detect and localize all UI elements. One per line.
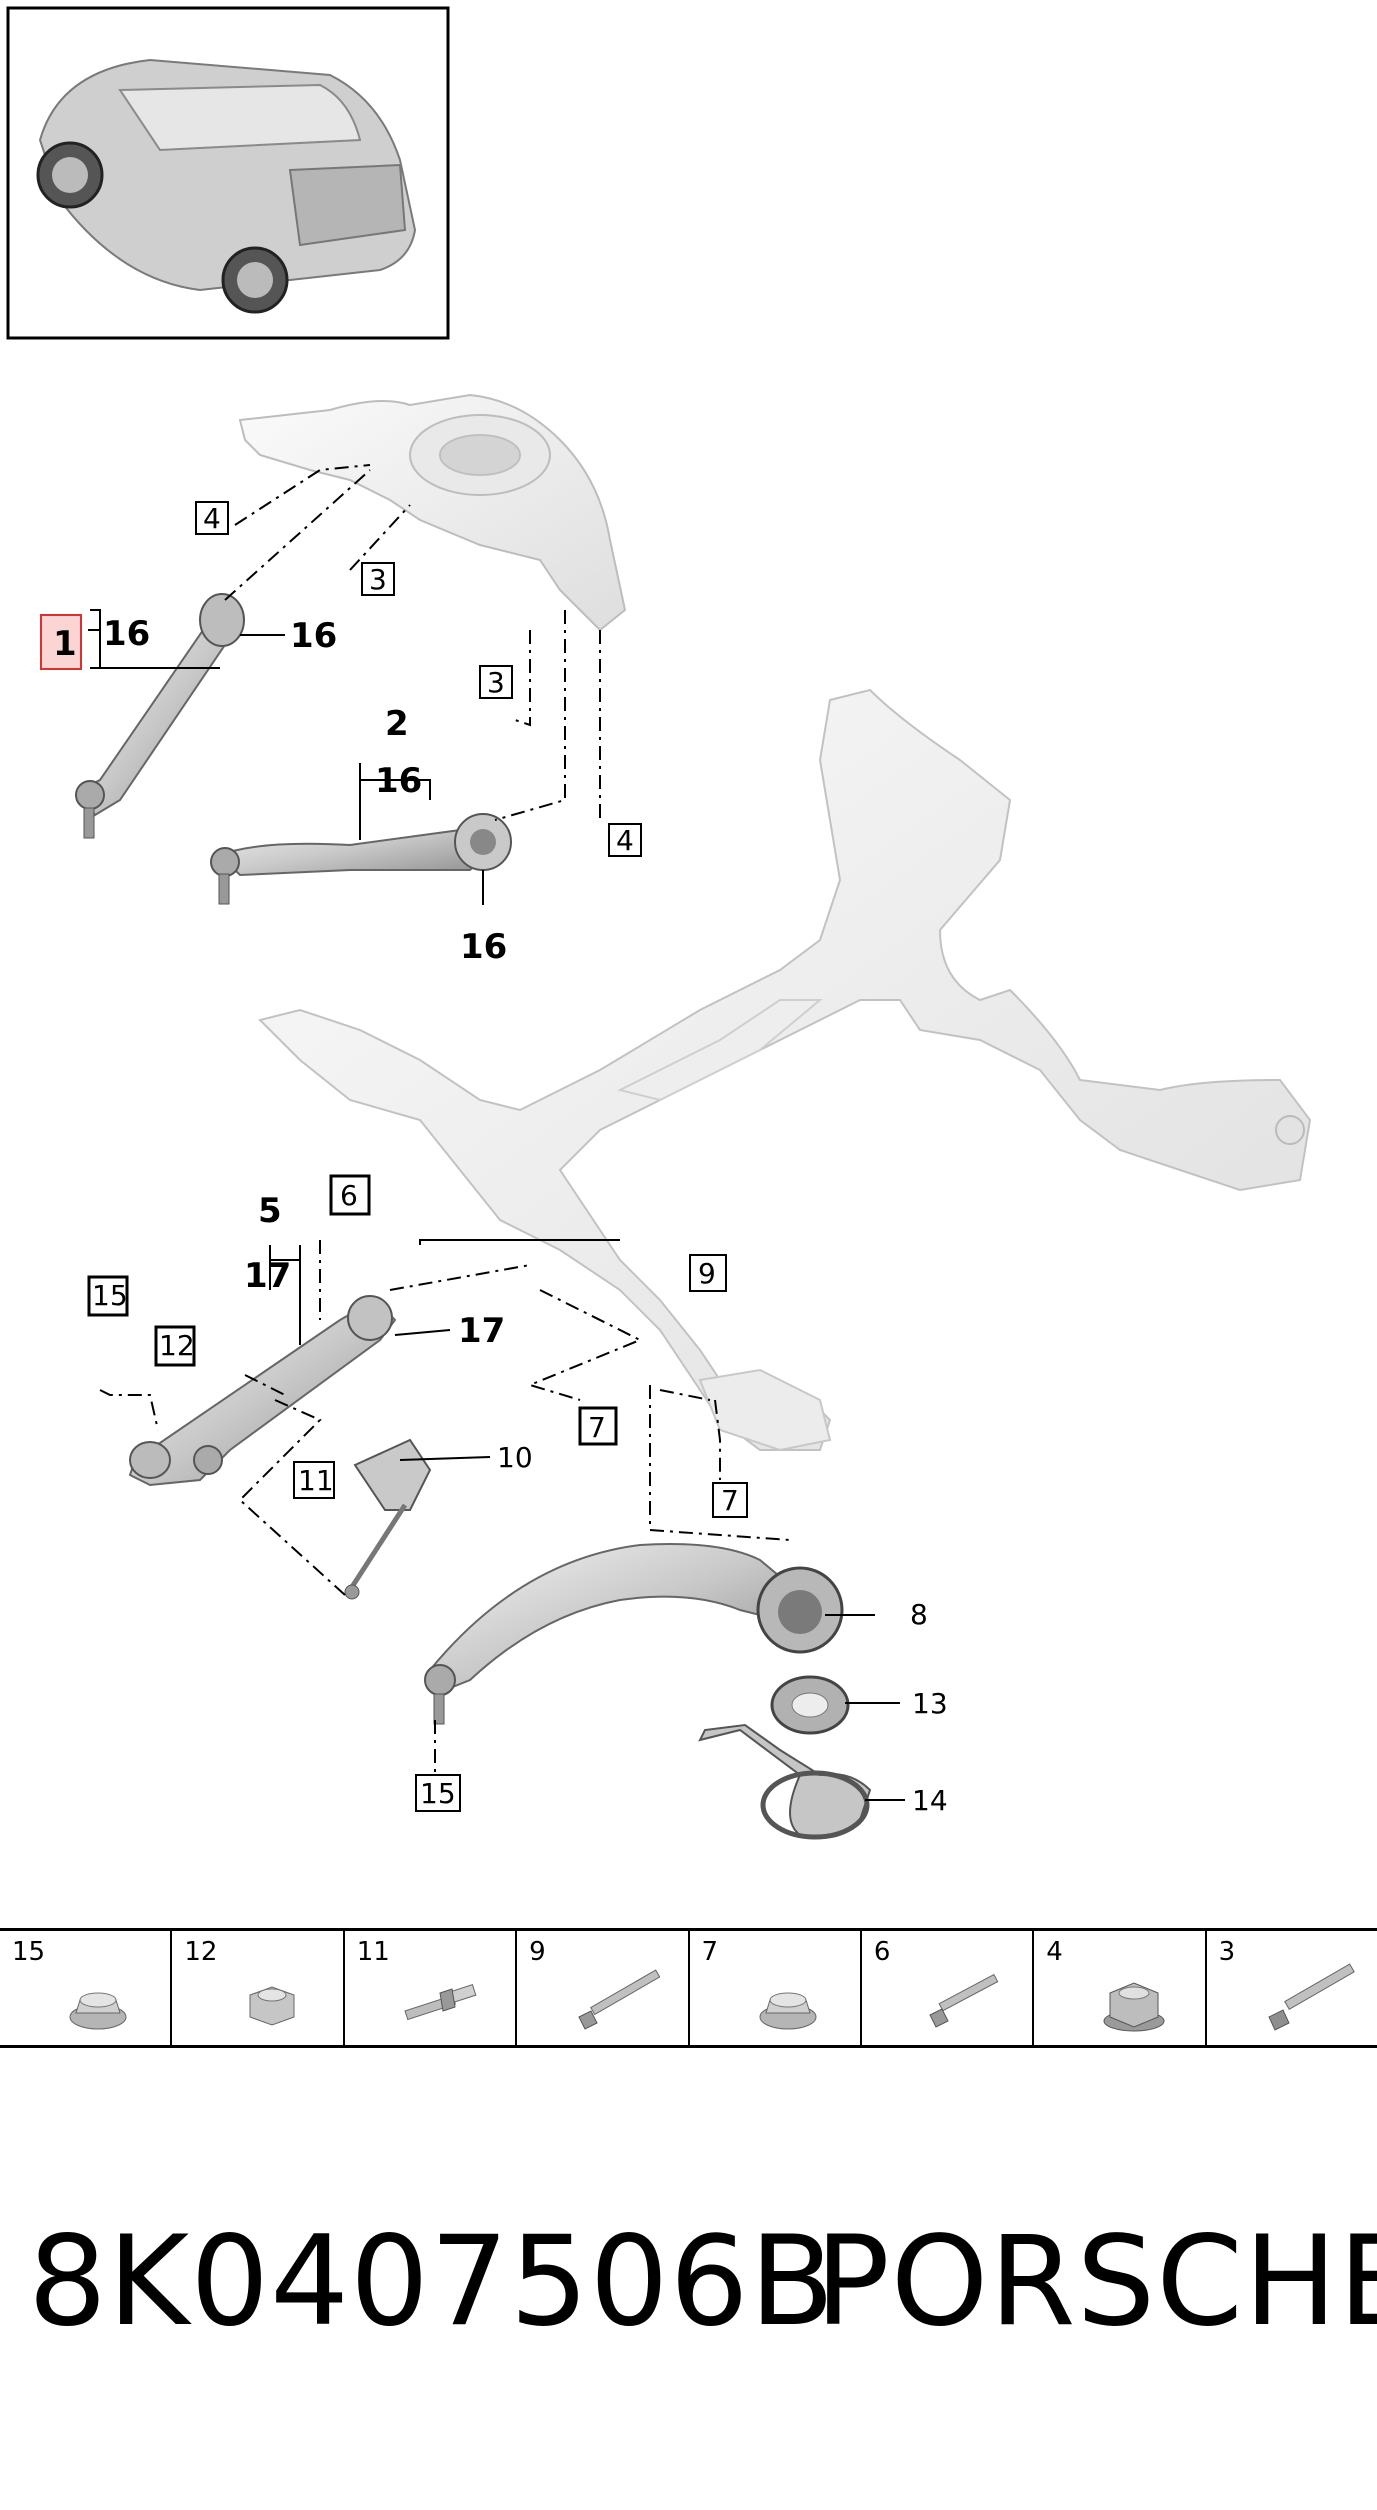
parts-cell: 15 (0, 1931, 173, 2045)
parts-cell-number: 3 (1218, 1937, 1236, 1967)
solid-leaders (88, 609, 905, 1801)
callout-13: 13 (912, 1687, 948, 1720)
vehicle-thumbnail (6, 6, 450, 340)
control-arm-8 (424, 1543, 844, 1725)
callout-15-a: 15 (92, 1279, 128, 1312)
callout-3-a: 3 (369, 563, 387, 596)
parts-cell-number: 7 (701, 1937, 719, 1967)
long-bolt-icon (578, 1969, 661, 2030)
bushing-13 (770, 1675, 850, 1735)
leader-lines (99, 464, 791, 1780)
callout-1-highlight (40, 614, 82, 670)
brand-name: PORSCHE (815, 2210, 1377, 2354)
callout-4-a: 4 (203, 502, 221, 535)
callout-16-a: 16 (103, 614, 150, 654)
flange-nut-icon (69, 1992, 127, 2030)
control-arm-2 (210, 813, 512, 905)
parts-cell: 11 (345, 1931, 518, 2045)
callout-1: 1 (53, 624, 77, 664)
parts-cell-number: 15 (12, 1937, 46, 1967)
large-nut-icon (1103, 1982, 1165, 2032)
control-arm-5 (128, 1295, 397, 1487)
callout-14: 14 (912, 1784, 948, 1817)
callout-17-a: 17 (244, 1256, 291, 1296)
callout-labels: 1 16 16 2 16 16 4 3 3 4 6 5 17 17 15 12 … (53, 502, 948, 1817)
callout-2: 2 (385, 704, 409, 744)
parts-cell: 3 (1207, 1931, 1377, 2045)
callout-5: 5 (258, 1191, 282, 1231)
callout-6: 6 (340, 1179, 358, 1212)
level-sensor-10 (344, 1438, 432, 1600)
control-arm-1 (75, 593, 245, 839)
callout-10: 10 (497, 1441, 533, 1474)
callout-7-a: 7 (588, 1411, 606, 1444)
footer: 8K0407506B PORSCHE (0, 2210, 1377, 2370)
short-bolt-icon (929, 1973, 999, 2028)
exploded-diagram: 1 16 16 2 16 16 4 3 3 4 6 5 17 17 15 12 … (6, 6, 1312, 1840)
callout-17-b: 17 (458, 1311, 505, 1351)
callout-16-b: 16 (290, 616, 337, 656)
parts-cell-number: 11 (356, 1937, 390, 1967)
callout-16-c: 16 (375, 761, 422, 801)
parts-cell: 4 (1034, 1931, 1207, 2045)
callout-7-b: 7 (721, 1484, 739, 1517)
clamp-14 (698, 1723, 872, 1840)
hex-nut-icon (249, 1986, 295, 2026)
flange-nut-icon (759, 1992, 816, 2030)
callout-16-d: 16 (460, 927, 507, 967)
callout-15-b: 15 (420, 1777, 456, 1810)
long-bolt-icon (1267, 1963, 1355, 2031)
parts-cell: 12 (172, 1931, 345, 2045)
parts-cell-number: 9 (529, 1937, 546, 1967)
front-subframe (258, 688, 1312, 1452)
upper-strut-mount-bracket (238, 393, 627, 632)
callout-4-b: 4 (616, 824, 634, 857)
parts-cell: 6 (862, 1931, 1035, 2045)
parts-cell: 9 (517, 1931, 690, 2045)
parts-cell: 7 (690, 1931, 862, 2045)
parts-cell-number: 4 (1046, 1937, 1063, 1967)
part-number: 8K0407506B (28, 2210, 836, 2354)
parts-cell-number: 6 (873, 1937, 891, 1967)
callout-3-b: 3 (487, 666, 505, 699)
callout-boxes (87, 501, 748, 1812)
stud-bolt-icon (404, 1984, 477, 2021)
callout-11: 11 (298, 1464, 334, 1497)
parts-cell-number: 12 (184, 1937, 218, 1967)
callout-8: 8 (910, 1598, 928, 1631)
callout-12: 12 (159, 1329, 195, 1362)
fastener-parts-table: 15 12 11 9 7 (0, 1928, 1377, 2048)
callout-9: 9 (698, 1257, 716, 1290)
